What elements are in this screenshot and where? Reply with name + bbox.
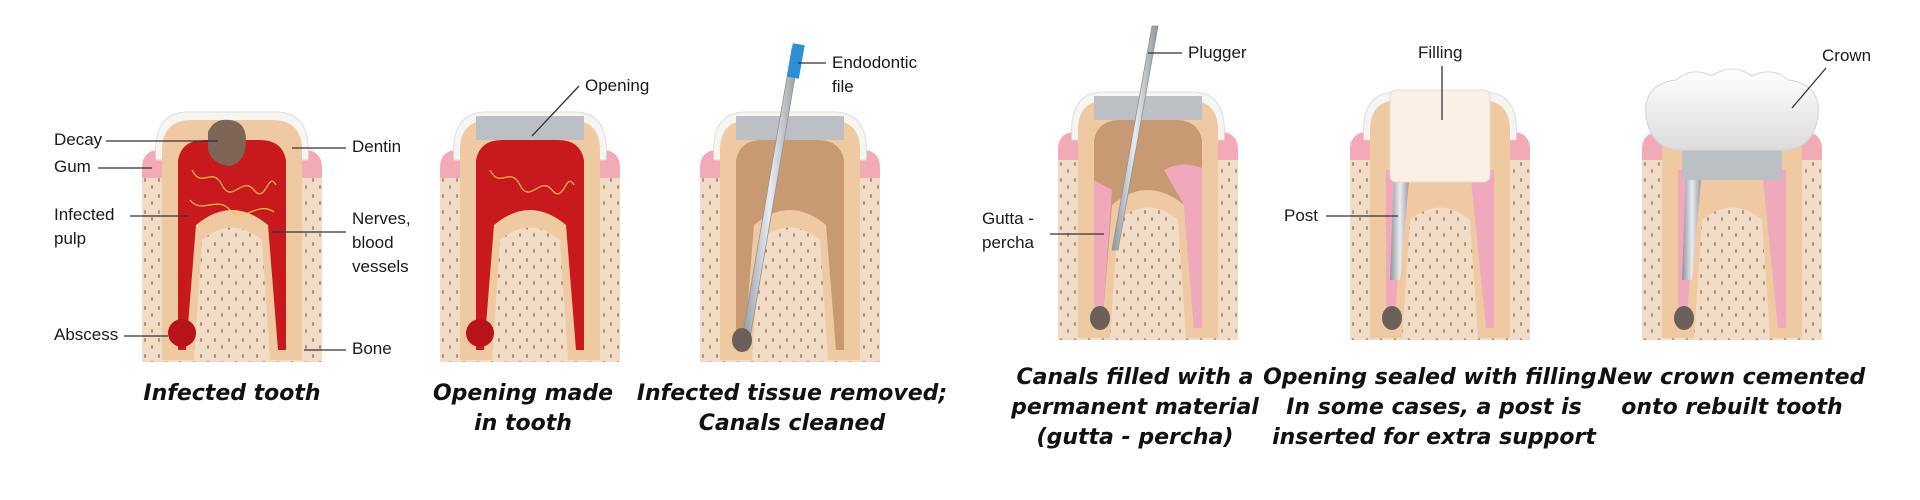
panel1-labels: Decay Gum Infected pulp Abscess Dentin N… <box>54 130 411 406</box>
panel4-labels: Plugger Gutta - percha Canals filled wit… <box>982 43 1259 450</box>
caption-opening-line2: in tooth <box>474 411 572 436</box>
infected-pulp <box>476 140 584 350</box>
caption-gutta-line2: permanent material <box>1010 395 1259 420</box>
access-opening <box>736 116 844 140</box>
file-handle <box>786 43 805 79</box>
gutta-percha-right <box>1164 164 1202 328</box>
label-filling: Filling <box>1418 43 1462 62</box>
caption-crown-line2: onto rebuilt tooth <box>1621 395 1842 420</box>
label-gutta-1: Gutta - <box>982 209 1034 228</box>
caption-cleaned-line1: Infected tissue removed; <box>637 381 947 406</box>
panel5-labels: Filling Post Opening sealed with filling… <box>1263 43 1605 450</box>
apex-tip <box>1090 306 1110 330</box>
core <box>1682 150 1782 180</box>
panel-crown <box>1642 68 1822 340</box>
caption-gutta-line3: (gutta - percha) <box>1037 425 1234 450</box>
label-post: Post <box>1284 206 1318 225</box>
gutta-percha-left <box>1094 180 1112 328</box>
nerve-lines <box>189 169 277 216</box>
gutta-percha-right <box>1470 170 1494 328</box>
access-opening <box>476 116 584 140</box>
caption-gutta-line1: Canals filled with a <box>1016 365 1253 390</box>
leader-crown <box>1791 67 1827 109</box>
label-nerves-2: blood <box>352 233 394 252</box>
crown <box>1645 68 1819 151</box>
caption-opening-line1: Opening made <box>433 381 613 406</box>
label-crown: Crown <box>1822 46 1871 65</box>
label-abscess: Abscess <box>54 325 118 344</box>
abscess <box>466 319 494 347</box>
label-nerves-3: vessels <box>352 257 409 276</box>
label-plugger: Plugger <box>1188 43 1247 62</box>
panel-opening-made <box>440 111 620 362</box>
leader-opening <box>531 85 580 137</box>
apex-tip <box>732 328 752 352</box>
cleaned-canal <box>736 140 844 350</box>
nerve-lines <box>489 169 575 195</box>
caption-filling-line2: In some cases, a post is <box>1286 395 1582 420</box>
label-dentin: Dentin <box>352 137 401 156</box>
filling <box>1389 89 1491 183</box>
panel-gutta-percha <box>1058 25 1238 340</box>
post <box>1682 170 1702 280</box>
label-gutta-2: percha <box>982 233 1035 252</box>
label-decay: Decay <box>54 130 103 149</box>
caption-cleaned-line2: Canals cleaned <box>699 411 886 436</box>
label-opening: Opening <box>585 76 649 95</box>
panel3-labels: Endodontic file Infected tissue removed;… <box>637 53 947 436</box>
infected-pulp <box>178 140 286 350</box>
label-file-2: file <box>832 77 854 96</box>
decay <box>208 119 246 166</box>
apex-tip <box>1382 306 1402 330</box>
post <box>1390 170 1410 280</box>
panel-filling-post <box>1350 89 1530 340</box>
access-opening <box>1094 96 1202 120</box>
panel2-labels: Opening Opening made in tooth <box>433 76 649 436</box>
plugger <box>1111 25 1159 251</box>
gutta-percha-right <box>1762 170 1786 328</box>
apex-tip <box>1674 306 1694 330</box>
panel6-labels: Crown New crown cemented onto rebuilt to… <box>1599 46 1871 420</box>
label-infected-pulp-2: pulp <box>54 229 86 248</box>
label-file-1: Endodontic <box>832 53 918 72</box>
label-bone: Bone <box>352 339 392 358</box>
caption-filling-line3: inserted for extra support <box>1272 425 1597 450</box>
panel-canals-cleaned <box>700 43 880 362</box>
label-gum: Gum <box>54 157 91 176</box>
abscess <box>168 319 196 347</box>
caption-infected-tooth: Infected tooth <box>143 381 320 406</box>
panel-infected-tooth <box>142 111 322 362</box>
caption-filling-line1: Opening sealed with filling. <box>1263 365 1605 390</box>
label-infected-pulp-1: Infected <box>54 205 115 224</box>
caption-crown-line1: New crown cemented <box>1599 365 1866 390</box>
label-nerves-1: Nerves, <box>352 209 411 228</box>
